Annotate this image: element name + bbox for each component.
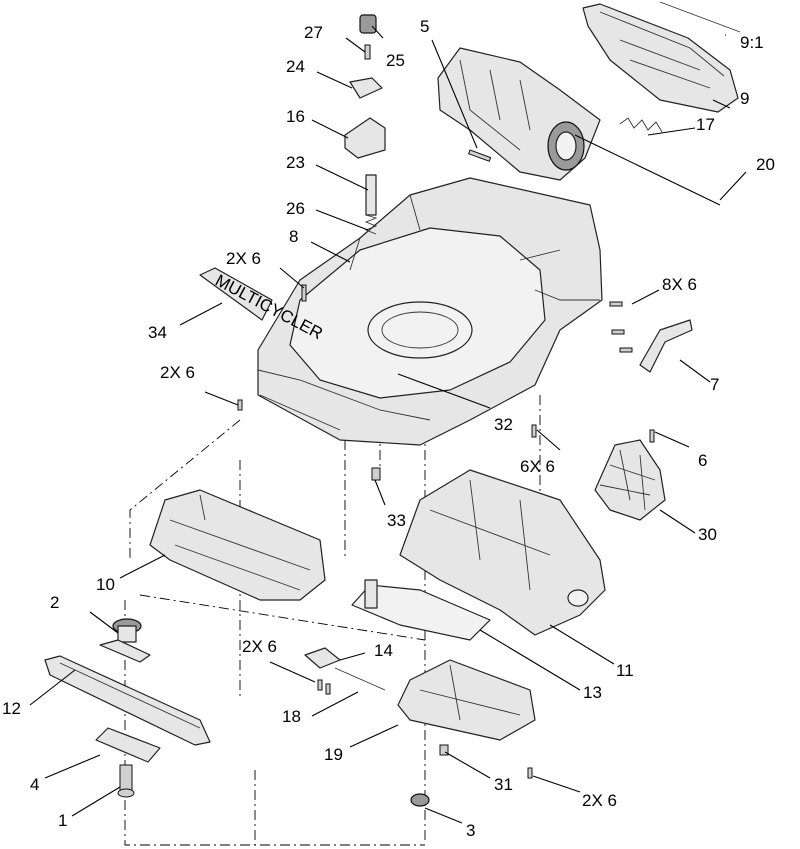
handle-knob-stack [344, 14, 386, 235]
callout-27: 27 [304, 23, 323, 42]
callout-33: 33 [387, 511, 406, 530]
fasteners [237, 149, 655, 779]
part-4-blade-plate [95, 727, 161, 763]
callout-18: 18 [282, 707, 301, 726]
callout-16: 16 [286, 107, 305, 126]
callout-14: 14 [374, 641, 393, 660]
callout-5: 5 [420, 17, 429, 36]
callout-2x6-bottom: 2X 6 [582, 791, 617, 810]
part-23-bolt [365, 174, 377, 216]
part-14-bracket [304, 647, 386, 691]
callout-3: 3 [466, 821, 475, 840]
callout-31: 31 [494, 775, 513, 794]
part-8-mower-deck [257, 177, 603, 446]
callout-17: 17 [696, 115, 715, 134]
part-11-mulch-chute [399, 469, 606, 636]
callout-8: 8 [289, 227, 298, 246]
part-10-baffle [149, 489, 326, 601]
callout-10: 10 [96, 575, 115, 594]
callout-9-1: 9:1 [740, 33, 764, 52]
callout-2: 2 [50, 593, 59, 612]
callout-6: 6 [698, 451, 707, 470]
callout-30: 30 [698, 525, 717, 544]
rear-door-assembly [437, 47, 601, 181]
part-3-nut [410, 793, 430, 807]
callout-24: 24 [286, 57, 305, 76]
part-13-baffle-plate [351, 579, 491, 641]
callout-20: 20 [756, 155, 775, 174]
leader-lines [29, 25, 747, 824]
part-18-spring [334, 667, 386, 691]
part-1-blade-bolt [117, 764, 135, 798]
callout-4: 4 [30, 775, 39, 794]
part-7-height-lever [639, 319, 693, 373]
callout-32: 32 [494, 415, 513, 434]
callout-1: 1 [58, 811, 67, 830]
callout-8x6: 8X 6 [662, 275, 697, 294]
part-12-blade [44, 655, 211, 746]
part-2-blade-adapter [99, 618, 151, 663]
callout-25: 25 [386, 51, 405, 70]
callout-2x6-mid: 2X 6 [242, 637, 277, 656]
part-9-rear-cover [582, 1, 741, 113]
callout-23: 23 [286, 153, 305, 172]
part-16-knob-body [344, 117, 386, 159]
part-19-lower-baffle [397, 659, 536, 741]
part-25-knob [359, 14, 377, 34]
callout-12: 12 [2, 699, 21, 718]
callout-9: 9 [740, 89, 749, 108]
part-24-cap [349, 77, 383, 99]
callout-6x6: 6X 6 [520, 457, 555, 476]
callout-2x6-top: 2X 6 [226, 249, 261, 268]
callout-7: 7 [710, 375, 719, 394]
callout-labels: 27 25 24 16 23 26 8 2X 6 34 2X 6 5 17 9 … [2, 17, 775, 840]
callout-13: 13 [583, 683, 602, 702]
part-30-frame [594, 439, 666, 521]
callout-34: 34 [148, 323, 167, 342]
callout-2x6-left: 2X 6 [160, 363, 195, 382]
callout-11: 11 [616, 661, 634, 680]
part-27-pin [364, 44, 371, 60]
callout-19: 19 [324, 745, 343, 764]
callout-26: 26 [286, 199, 305, 218]
part-26-spring [364, 214, 378, 235]
part-20-rear-axle-rod [574, 117, 721, 206]
